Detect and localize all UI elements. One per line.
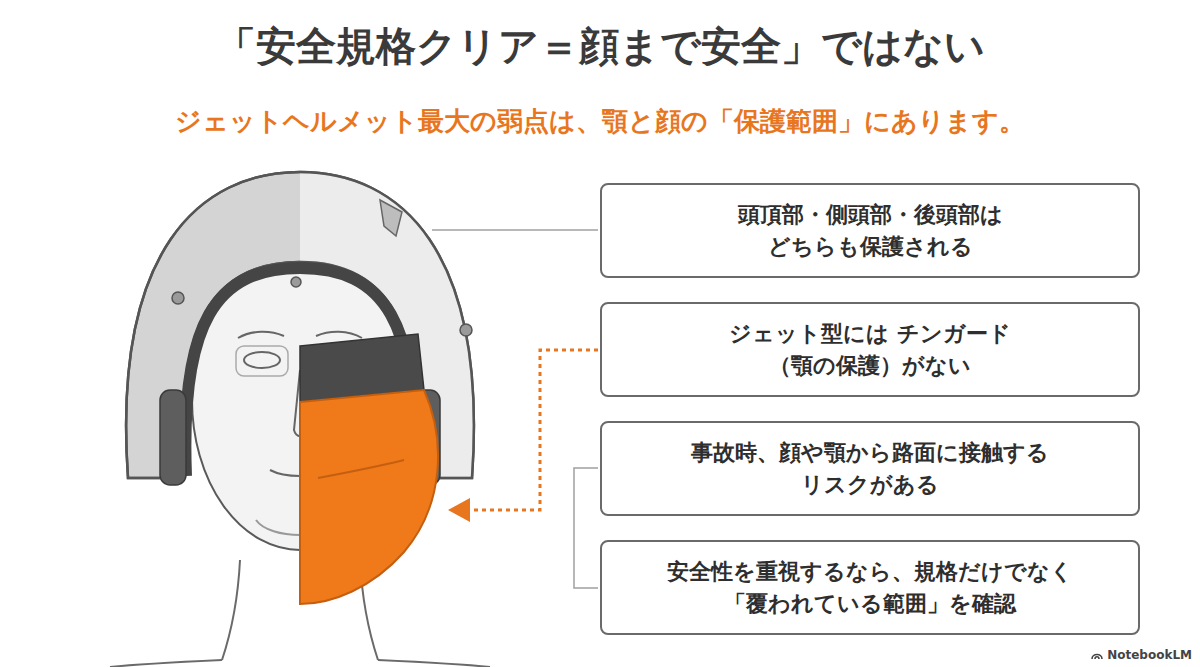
info-box: 安全性を重視するなら、規格だけでなく 「覆われている範囲」を確認 [600, 540, 1140, 635]
chin-guard-vent [318, 460, 404, 478]
watermark: NotebookLM [1091, 648, 1192, 662]
subtitle: ジェットヘルメット最大の弱点は、顎と顔の「保護範囲」にあります。 [20, 106, 1180, 137]
bracket [574, 468, 598, 588]
vent [380, 200, 402, 236]
leader-line [432, 229, 598, 231]
box-text: ジェット型には チンガード（顎の保護）がない [709, 318, 1030, 382]
title: 「安全規格クリア＝顔まで安全」ではない [20, 22, 1180, 70]
info-box: ジェット型には チンガード（顎の保護）がない [600, 302, 1140, 397]
box-text-group: 安全性を重視するなら、規格だけでなく 「覆われている範囲」を確認 [665, 556, 1074, 620]
info-box: 頭頂部・側頭部・後頭部は どちらも保護される [600, 183, 1140, 278]
watermark-icon [1091, 649, 1103, 661]
dotted-arrow [468, 350, 598, 510]
box-text-group: 事故時、顔や顎から路面に接触する リスクがある [687, 437, 1052, 501]
watermark-text: NotebookLM [1107, 648, 1192, 662]
chin-guard [300, 390, 438, 604]
box-text-group: 頭頂部・側頭部・後頭部は どちらも保護される [731, 199, 1008, 263]
box-text: 事故時、顔や顎から路面に接触する リスクがある [687, 437, 1052, 501]
info-box: 事故時、顔や顎から路面に接触する リスクがある [600, 421, 1140, 516]
box-text-group: ジェット型には チンガード（顎の保護）がない [709, 318, 1030, 382]
arrow-head [448, 498, 470, 522]
screws [172, 277, 472, 336]
box-text: 安全性を重視するなら、規格だけでなく 「覆われている範囲」を確認 [665, 556, 1074, 620]
box-text: 頭頂部・側頭部・後頭部は どちらも保護される [731, 199, 1008, 263]
